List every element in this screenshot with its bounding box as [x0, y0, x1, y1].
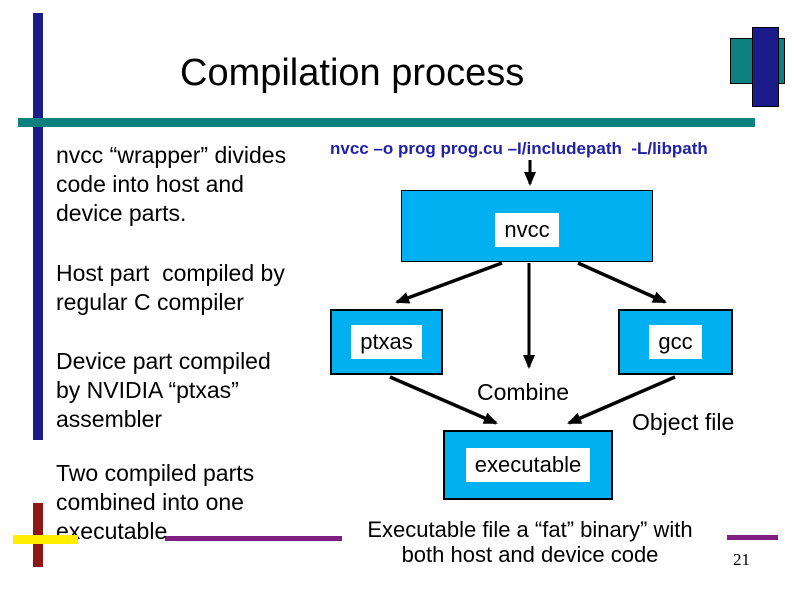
- flow-node-ptxas: ptxas: [330, 309, 443, 375]
- footer-accent-yellow-line: [13, 535, 78, 544]
- bullet-nvcc-wrapper: nvcc “wrapper” divides code into host an…: [56, 142, 287, 226]
- title-underline-rule: [18, 118, 755, 127]
- page-number: 21: [733, 550, 750, 569]
- flow-node-executable: executable: [443, 430, 613, 500]
- corner-decoration-navy-rectangle: [752, 27, 779, 107]
- arrow-nvcc-to-gcc: [577, 261, 667, 304]
- left-accent-bar-navy: [33, 13, 43, 440]
- footer-accent-purple-line-right: [727, 535, 778, 540]
- bullet-device-part: Device part compiled by NVIDIA “ptxas” a…: [56, 348, 271, 432]
- fat-binary-caption: Executable file a “fat” binary” with bot…: [367, 517, 693, 567]
- flow-node-nvcc-label: nvcc: [495, 213, 559, 247]
- flow-node-ptxas-label: ptxas: [351, 325, 422, 359]
- arrow-nvcc-to-ptxas: [395, 261, 503, 304]
- object-file-label: Object file: [632, 409, 735, 435]
- combine-label: Combine: [477, 379, 570, 405]
- footer-accent-purple-line-left: [165, 536, 342, 541]
- nvcc-command-line: nvcc –o prog prog.cu –I/includepath -L/l…: [330, 139, 708, 158]
- flow-node-nvcc: nvcc: [401, 190, 653, 262]
- bullet-host-part: Host part compiled by regular C compiler: [56, 260, 285, 315]
- flow-node-gcc: gcc: [618, 309, 733, 375]
- flow-node-gcc-label: gcc: [649, 325, 702, 359]
- flow-node-executable-label: executable: [465, 448, 591, 482]
- bullet-two-parts: Two compiled parts combined into one exe…: [56, 460, 255, 544]
- slide-title: Compilation process: [180, 52, 525, 94]
